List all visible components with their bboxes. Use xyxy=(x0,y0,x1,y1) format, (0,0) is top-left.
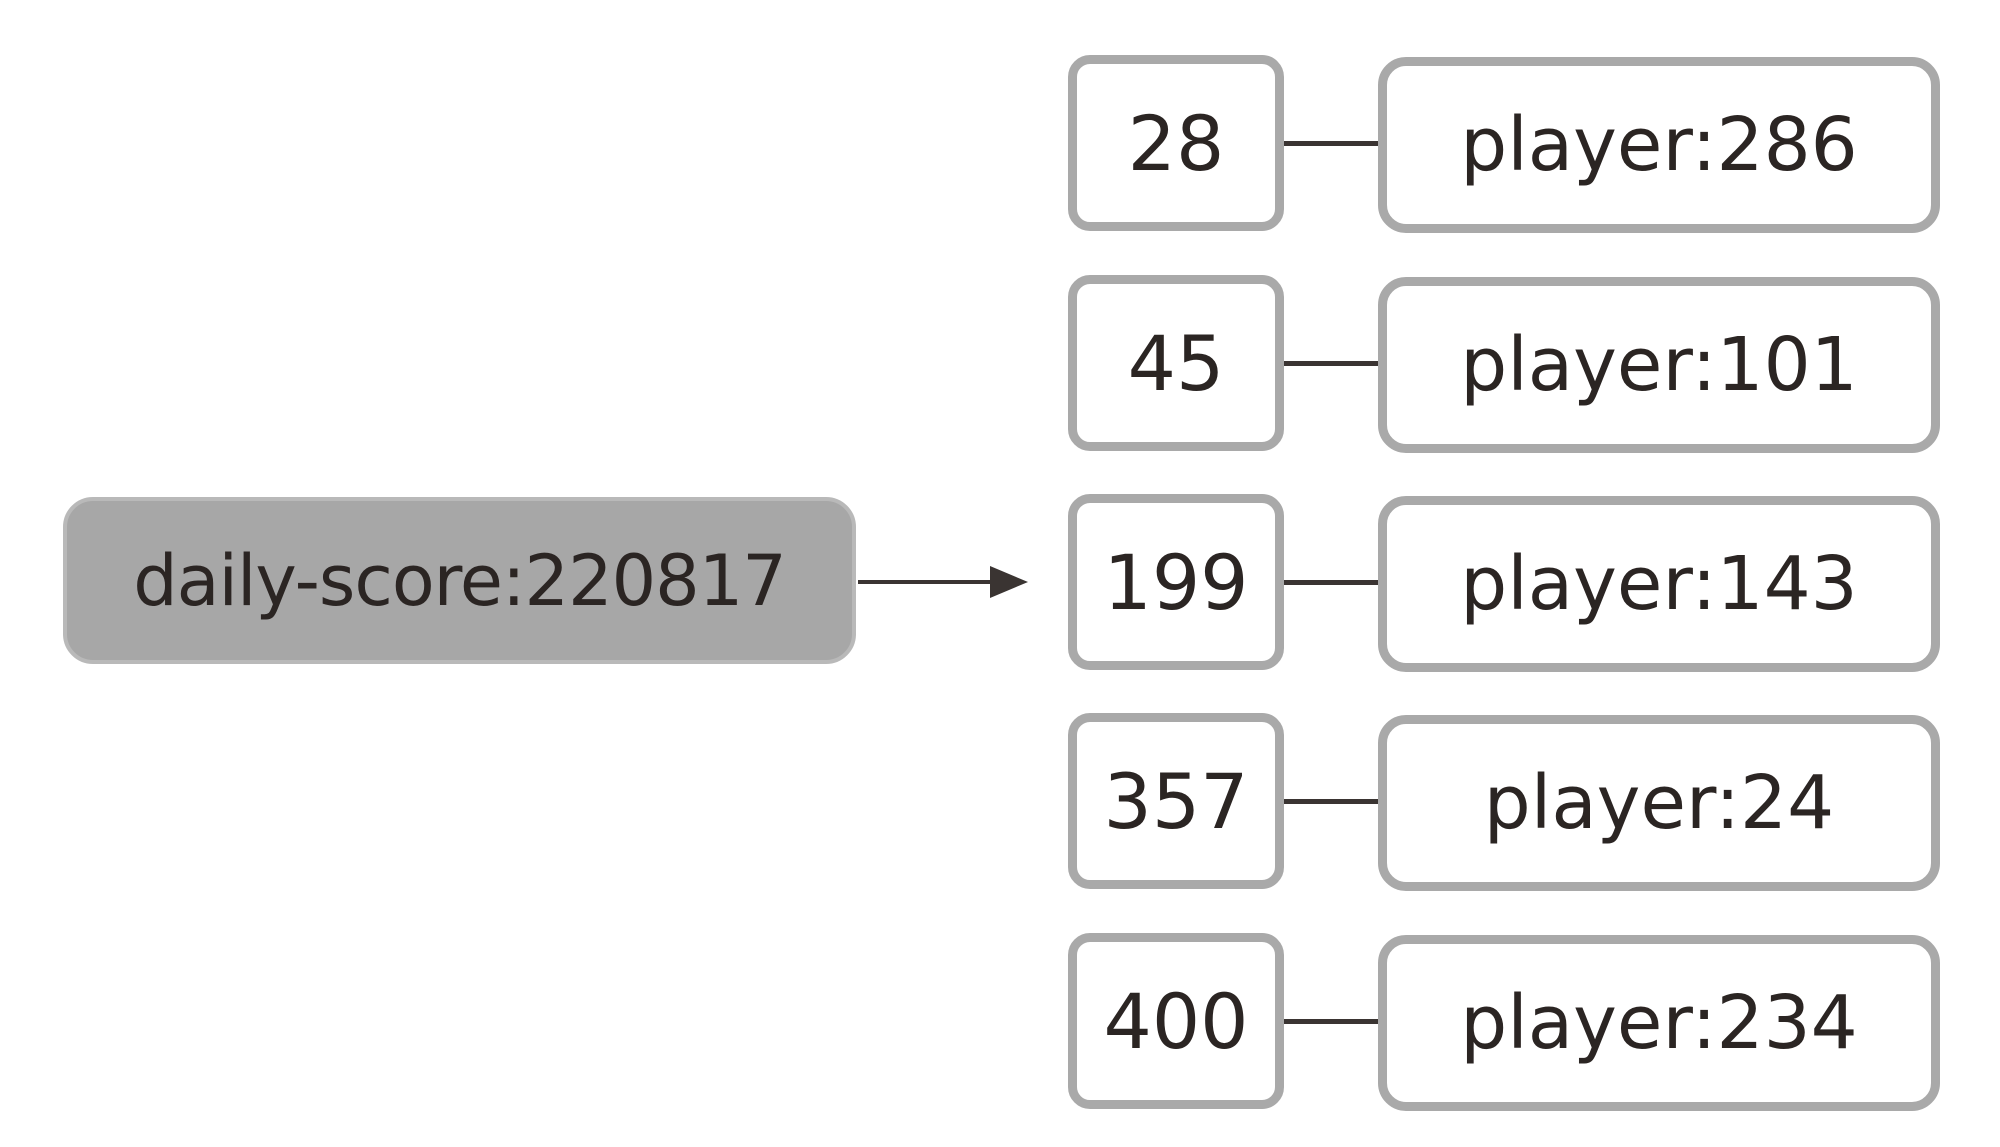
arrow-head-icon xyxy=(990,566,1028,598)
score-value: 28 xyxy=(1127,98,1225,188)
member-box: player:24 xyxy=(1378,715,1940,891)
member-value: player:143 xyxy=(1460,541,1858,627)
score-box: 400 xyxy=(1068,933,1284,1109)
set-entry: 45 player:101 xyxy=(0,275,2000,455)
score-box: 357 xyxy=(1068,713,1284,889)
sorted-set-key-label: daily-score:220817 xyxy=(133,539,787,622)
entry-link-line xyxy=(1284,580,1378,585)
score-box: 45 xyxy=(1068,275,1284,451)
entry-link-line xyxy=(1284,799,1378,804)
set-entry: 199 player:143 xyxy=(0,494,2000,674)
entry-link-line xyxy=(1284,361,1378,366)
score-value: 357 xyxy=(1103,756,1249,846)
score-value: 199 xyxy=(1103,537,1249,627)
score-box: 28 xyxy=(1068,55,1284,231)
member-value: player:286 xyxy=(1460,102,1858,188)
set-entry: 28 player:286 xyxy=(0,55,2000,235)
score-value: 45 xyxy=(1127,318,1225,408)
sorted-set-key: daily-score:220817 xyxy=(63,497,856,664)
set-entry: 357 player:24 xyxy=(0,713,2000,893)
entry-link-line xyxy=(1284,141,1378,146)
member-value: player:234 xyxy=(1460,980,1858,1066)
score-value: 400 xyxy=(1103,976,1249,1066)
score-box: 199 xyxy=(1068,494,1284,670)
member-box: player:286 xyxy=(1378,57,1940,233)
set-entry: 400 player:234 xyxy=(0,933,2000,1113)
member-box: player:143 xyxy=(1378,496,1940,672)
member-value: player:101 xyxy=(1460,322,1858,408)
entry-link-line xyxy=(1284,1019,1378,1024)
member-box: player:101 xyxy=(1378,277,1940,453)
member-box: player:234 xyxy=(1378,935,1940,1111)
member-value: player:24 xyxy=(1483,760,1835,846)
